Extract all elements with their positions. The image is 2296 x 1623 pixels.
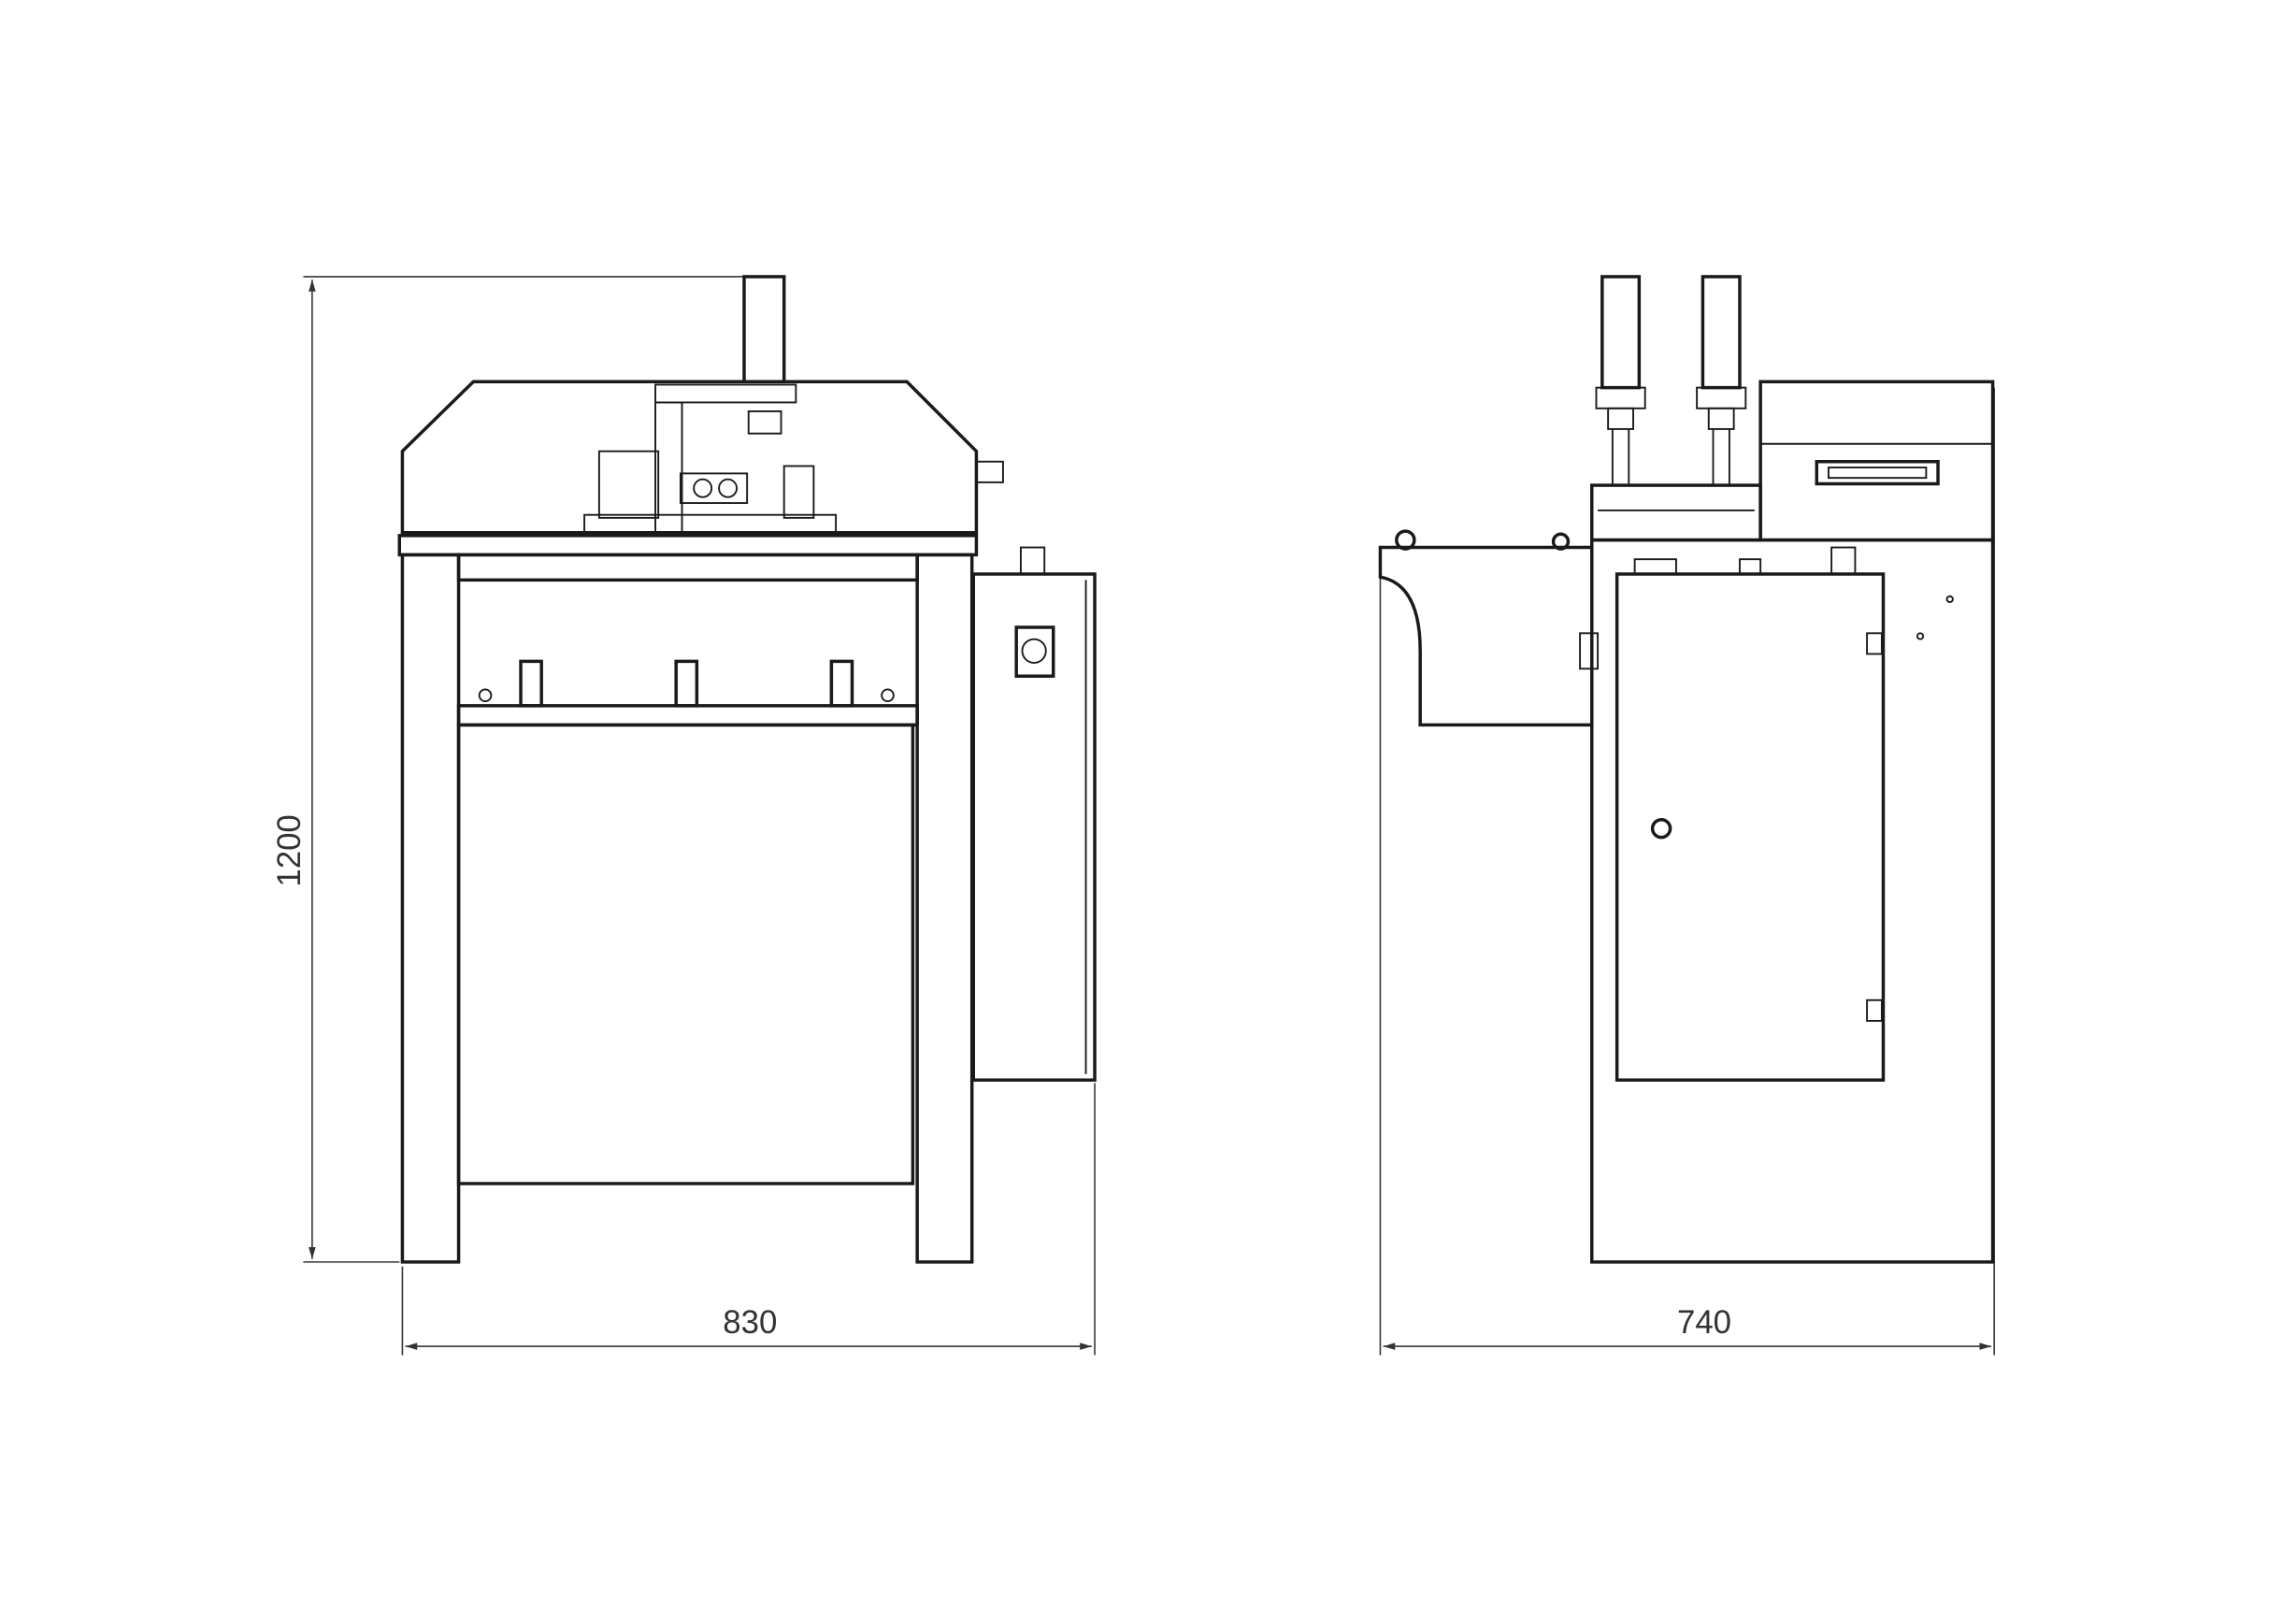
emergency-stop <box>1019 546 1046 575</box>
handle <box>1815 460 1940 486</box>
base-cabinet <box>1590 538 1995 1264</box>
side-width-label: 740 <box>1677 1304 1731 1341</box>
cylinder <box>742 275 786 384</box>
height-label: 1200 <box>271 814 308 886</box>
front-width-label: 830 <box>723 1304 777 1341</box>
pin <box>829 659 854 708</box>
cylinders <box>1595 275 1747 486</box>
door-lock-icon <box>1650 817 1672 840</box>
height-dimension: 1200 <box>271 276 748 1263</box>
front-panel <box>456 723 915 1185</box>
cabinet-door <box>1614 572 1886 1082</box>
side-table <box>1378 545 1594 727</box>
main-switch-icon <box>1014 625 1055 678</box>
electrical-cabinet <box>971 572 1097 1082</box>
upper-crossbar <box>456 553 919 582</box>
lower-crossbar <box>456 704 919 727</box>
side-width-dimension: 740 <box>1379 387 1995 1356</box>
clamp-block <box>1590 483 1762 542</box>
clamp-mechanism <box>583 383 1004 534</box>
left-leg <box>400 553 461 1264</box>
guard-hood <box>400 380 979 535</box>
right-leg <box>915 553 974 1264</box>
front-width-dimension: 830 <box>401 1083 1096 1356</box>
table-top <box>397 534 979 557</box>
front-view: 1200 830 <box>271 275 1097 1356</box>
side-view: 740 <box>1378 275 1995 1356</box>
pin <box>519 659 543 708</box>
pin <box>674 659 699 708</box>
